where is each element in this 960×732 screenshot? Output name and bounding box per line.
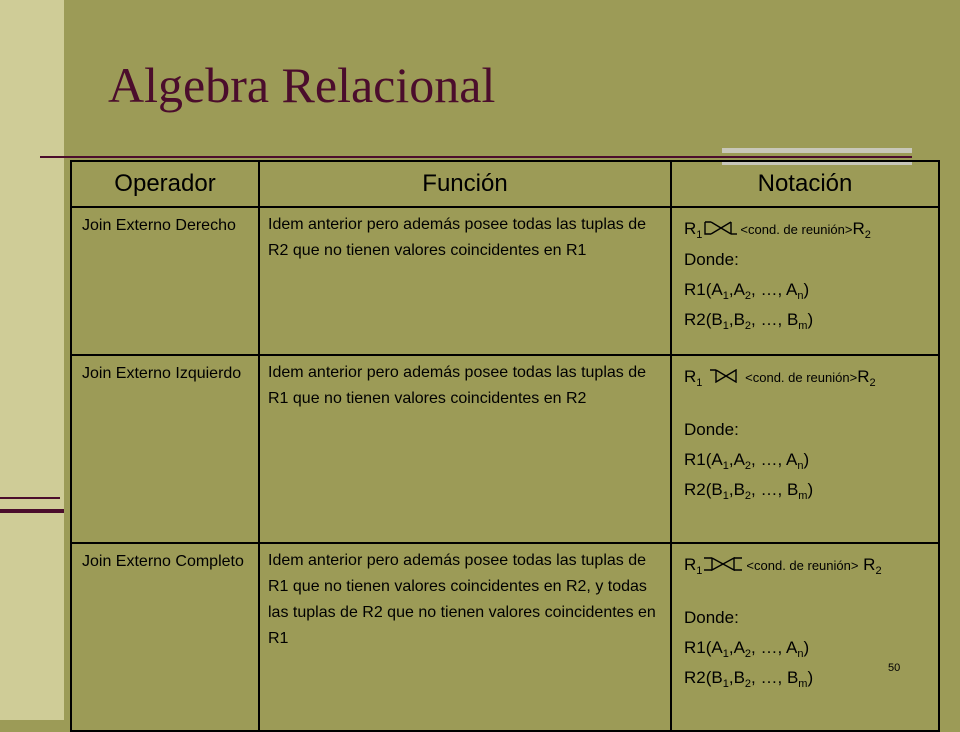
schema-r2: R2(B1,B2, …, Bm) — [684, 310, 814, 332]
table-row: Join Externo Izquierdo Idem anterior per… — [70, 354, 940, 544]
function-cell: Idem anterior pero además posee todas la… — [258, 542, 672, 732]
page-number: 50 — [888, 662, 901, 674]
schema-r1: R1(A1,A2, …, An) — [684, 280, 810, 302]
notation-cell: R1 <cond. de reunión>R2 Donde: R1(A1,A2,… — [670, 354, 940, 544]
join-condition: <cond. de reunión> — [740, 222, 853, 237]
left-divider — [0, 497, 60, 499]
slide-title: Algebra Relacional — [108, 57, 496, 113]
function-cell: Idem anterior pero además posee todas la… — [258, 206, 672, 356]
table-row: Join Externo Completo Idem anterior pero… — [70, 542, 940, 732]
donde-label: Donde: — [684, 420, 739, 439]
table-header-row: Operador Función Notación — [70, 160, 940, 208]
header-notacion: Notación — [670, 160, 940, 208]
left-outer-join-icon — [709, 363, 743, 393]
header-funcion: Función — [258, 160, 672, 208]
full-outer-join-icon — [704, 551, 744, 581]
right-outer-join-icon — [704, 215, 738, 245]
schema-r1: R1(A1,A2, …, An) — [684, 638, 810, 660]
join-expression: R1<cond. de reunión> R2 — [684, 550, 930, 581]
join-condition: <cond. de reunión> — [746, 558, 859, 573]
schema-r2: R2(B1,B2, …, Bm) — [684, 480, 814, 502]
notation-cell: R1<cond. de reunión>R2 Donde: R1(A1,A2, … — [670, 206, 940, 356]
donde-label: Donde: — [684, 608, 739, 627]
title-rule — [40, 156, 912, 158]
join-condition: <cond. de reunión> — [745, 370, 858, 385]
header-operador: Operador — [70, 160, 260, 208]
table-row: Join Externo Derecho Idem anterior pero … — [70, 206, 940, 356]
donde-label: Donde: — [684, 250, 739, 269]
join-expression: R1 <cond. de reunión>R2 — [684, 362, 930, 393]
operator-cell: Join Externo Derecho — [70, 206, 260, 356]
left-strip — [0, 0, 64, 720]
left-divider-thick — [0, 509, 64, 513]
operator-cell: Join Externo Completo — [70, 542, 260, 732]
notation-cell: R1<cond. de reunión> R2 Donde: R1(A1,A2,… — [670, 542, 940, 732]
schema-r1: R1(A1,A2, …, An) — [684, 450, 810, 472]
title-accent — [722, 148, 912, 153]
operator-cell: Join Externo Izquierdo — [70, 354, 260, 544]
schema-r2: R2(B1,B2, …, Bm) — [684, 668, 814, 690]
operators-table: Operador Función Notación Join Externo D… — [70, 160, 940, 732]
join-expression: R1<cond. de reunión>R2 — [684, 214, 930, 245]
function-cell: Idem anterior pero además posee todas la… — [258, 354, 672, 544]
